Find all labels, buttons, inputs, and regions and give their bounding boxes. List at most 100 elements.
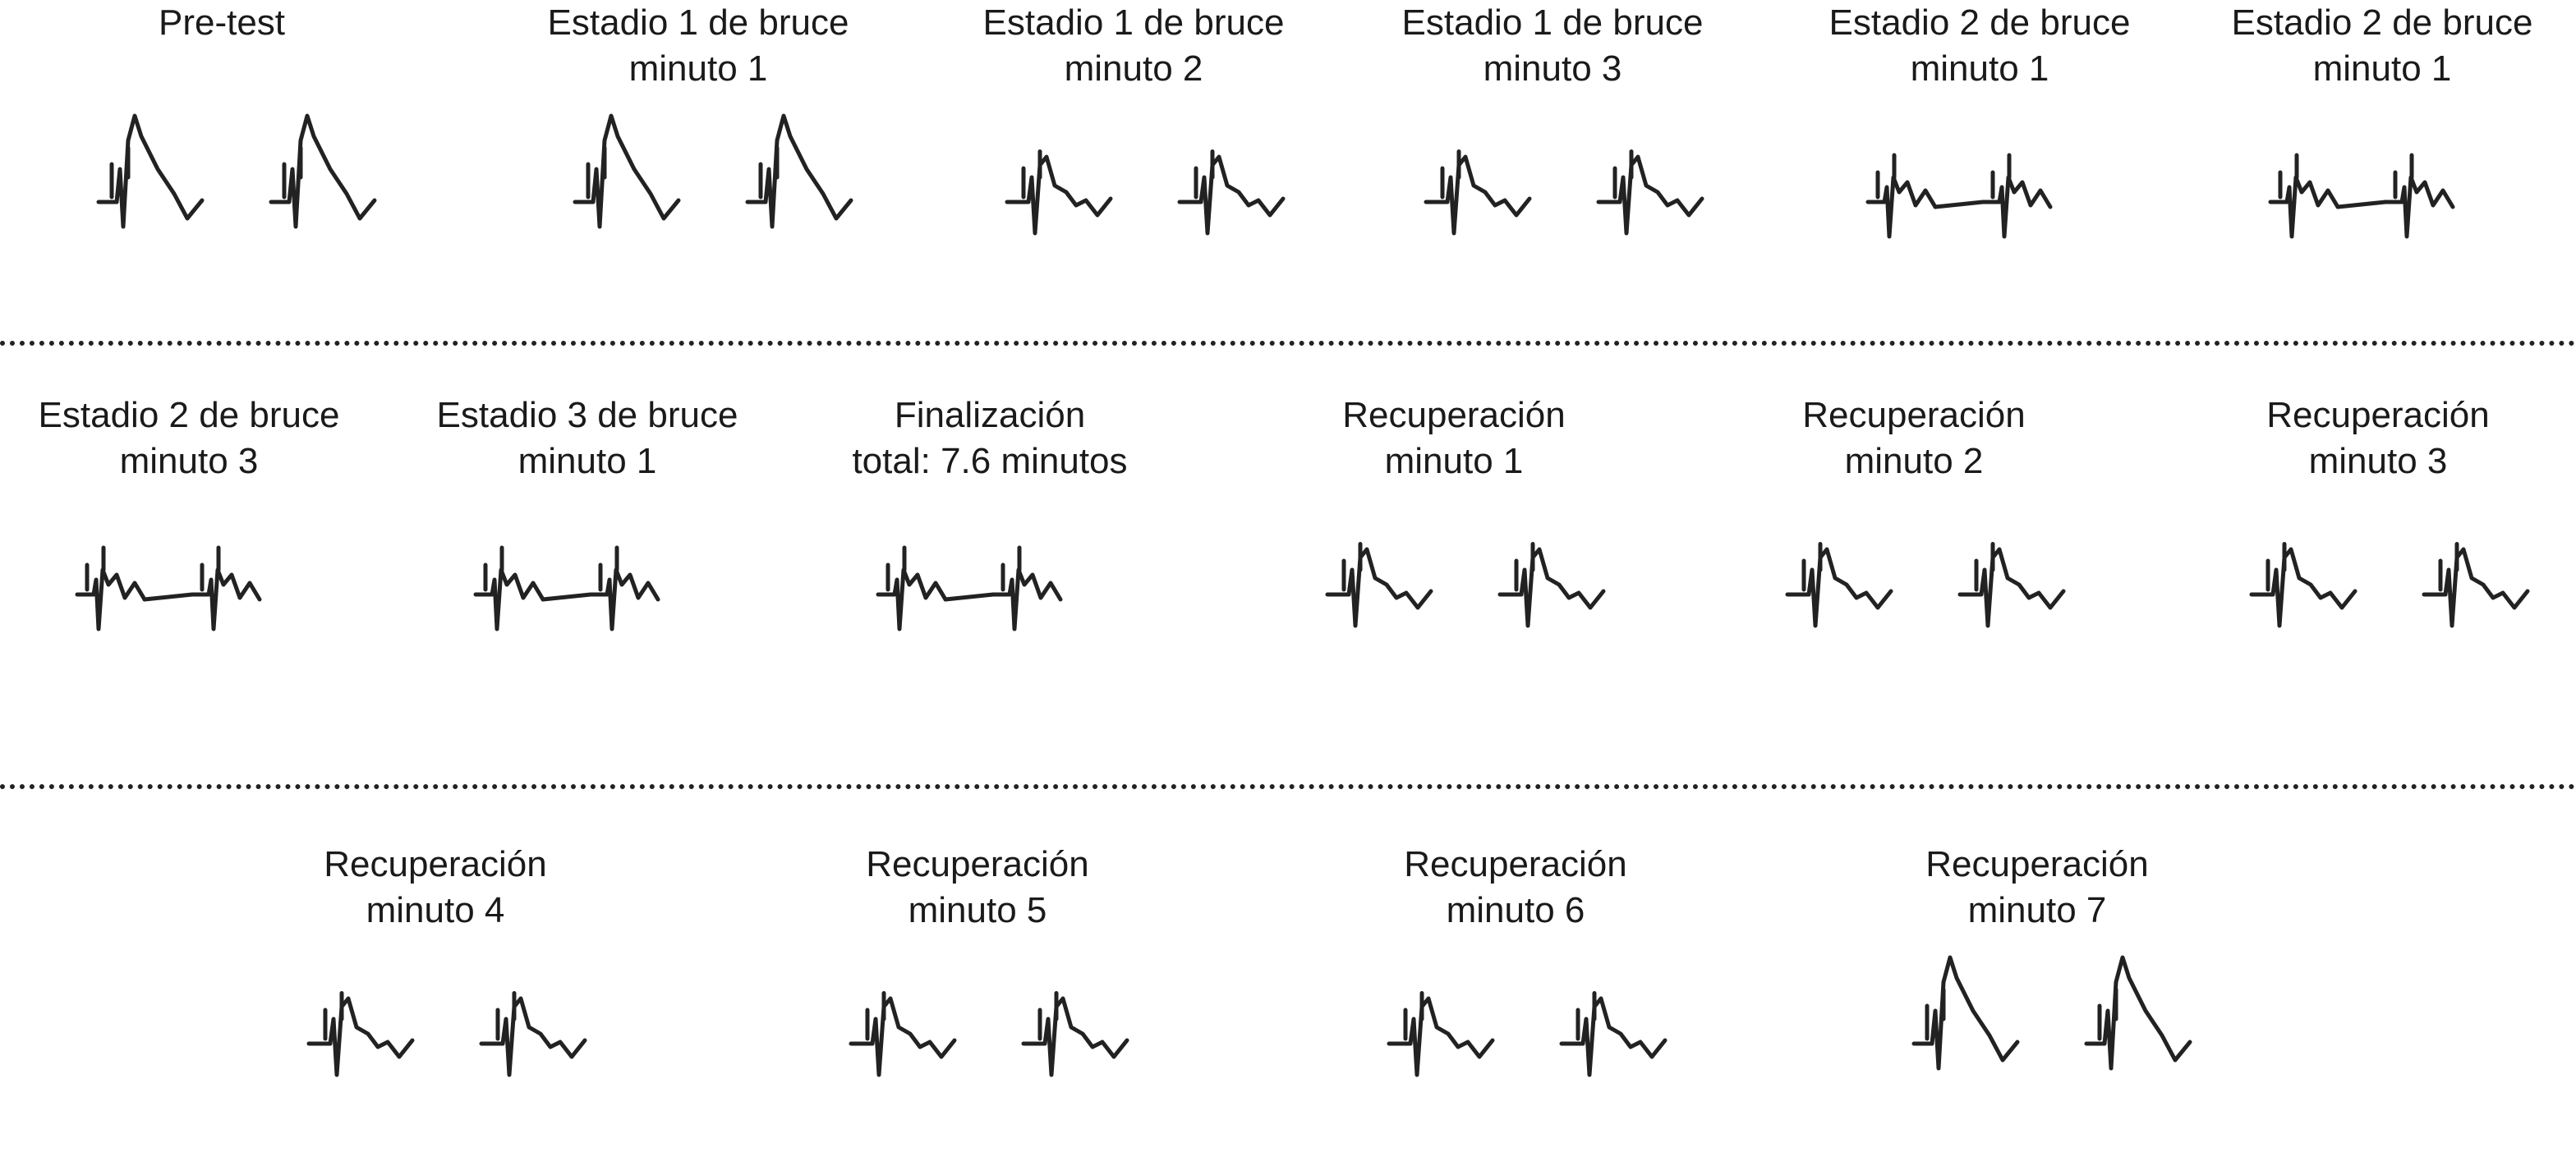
ecg-trace [1387,991,1668,1077]
panel-label-line2: minuto 1 [1910,48,2049,89]
ecg-trace [2249,542,2530,628]
ecg-complex-1 [1005,154,1113,236]
ecg-complex-1 [2268,175,2340,239]
ecg-complex-2 [745,113,853,229]
ecg-trace [849,991,1129,1077]
ecg-complex-2 [1596,154,1704,236]
pacing-spike-2 [1514,542,1535,592]
ecg-complex-1 [876,567,948,631]
ecg-complex-2 [588,567,660,631]
ecg-trace [1424,149,1704,236]
pacing-spike-1 [85,545,106,592]
ecg-complex-1 [2249,547,2358,628]
pacing-spike-1 [1403,991,1424,1041]
pacing-spike-1 [1801,542,1823,592]
ecg-trace [96,113,377,229]
ecg-complex-1 [849,996,957,1077]
ecg-complex-2 [1559,996,1668,1077]
panel-label-line1: Estadio 2 de bruce [2231,2,2533,43]
ecg-complex-1 [1325,547,1433,628]
pacing-spike-1 [886,545,907,592]
panel-label-line1: Recuperación [324,844,547,884]
pacing-spike-1 [2266,542,2287,592]
ecg-trace [573,113,853,229]
pacing-spike-1 [1440,149,1461,200]
pacing-spike-2 [200,545,221,592]
ecg-panel-recovery-min5: Recuperación minuto 5 [789,842,1166,1104]
panel-label-line1: Estadio 1 de bruce [982,2,1285,43]
panel-label-line2: minuto 5 [908,890,1047,930]
ecg-complex-2 [1980,175,2053,239]
panel-label-line1: Estadio 3 de bruce [436,395,738,435]
panel-label-line1: Estadio 1 de bruce [1401,2,1704,43]
ecg-complex-2 [1957,547,2066,628]
ecg-complex-1 [473,567,545,631]
pacing-spike-2 [2097,987,2118,1041]
ecg-complex-1 [1911,955,2020,1071]
ecg-trace [1911,955,2192,1071]
ecg-panel-recovery-min7: Recuperación minuto 7 [1848,842,2226,1104]
pacing-spike-1 [323,991,344,1041]
panel-label-line1: Recuperación [866,844,1089,884]
dotted-divider [0,784,2576,789]
panel-label-line2: minuto 7 [1967,890,2107,930]
panel-label-line1: Recuperación [2266,395,2490,435]
ecg-complex-2 [269,113,377,229]
ecg-baseline-segment [142,592,195,602]
ecg-complex-1 [75,567,147,631]
dotted-divider [0,341,2576,346]
pacing-spike-2 [282,145,303,200]
ecg-trace [1785,542,2066,628]
pacing-spike-2 [1974,542,1995,592]
panel-label-line2: minuto 6 [1446,890,1585,930]
pacing-spike-2 [2393,153,2414,200]
panel-label: Recuperación minuto 7 [1848,842,2226,934]
panel-label-line1: Pre-test [158,2,286,43]
pacing-spike-2 [1000,545,1022,592]
ecg-trace [876,545,1063,631]
ecg-complex-2 [991,567,1063,631]
ecg-panel-pretest: Pre-test [33,0,411,263]
ecg-baseline-segment [2335,200,2388,209]
ecg-baseline-segment [943,592,996,602]
panel-label: Pre-test [33,0,411,46]
panel-label: Estadio 3 de bruce minuto 1 [398,392,776,484]
ecg-complex-1 [306,996,415,1077]
ecg-trace [1325,542,1606,628]
panel-label-line2: minuto 2 [1844,441,1984,481]
pacing-spike-1 [586,145,607,200]
pacing-spike-2 [758,145,780,200]
panel-label-line1: Recuperación [1925,844,2149,884]
panel-label-line2: minuto 1 [1384,441,1524,481]
panel-label-line2: minuto 1 [628,48,768,89]
pacing-spike-1 [865,991,886,1041]
ecg-baseline-segment [1933,200,1985,209]
pacing-spike-2 [1194,149,1215,200]
pacing-spike-2 [2438,542,2459,592]
ecg-complex-1 [1865,175,1938,239]
panel-label-line2: minuto 1 [518,441,657,481]
ecg-baseline-segment [540,592,593,602]
ecg-complex-2 [1021,996,1129,1077]
panel-label-line2: minuto 3 [119,441,259,481]
ecg-trace [75,545,262,631]
pacing-spike-2 [1037,991,1059,1041]
ecg-complex-2 [2422,547,2530,628]
